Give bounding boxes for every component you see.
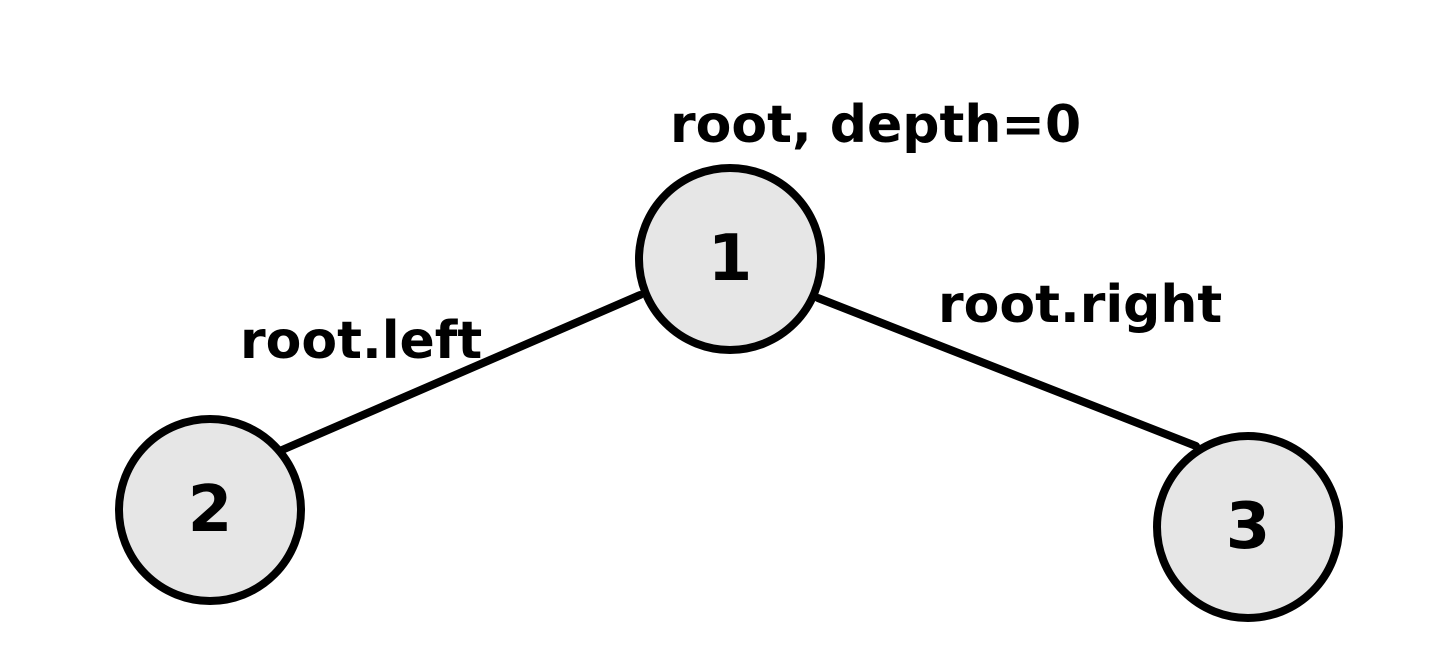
- tree-node-left: 2: [115, 415, 305, 605]
- tree-node-root: 1: [635, 164, 825, 354]
- node-circle-left: [115, 415, 305, 605]
- tree-node-right: 3: [1153, 432, 1343, 622]
- edge-label-root-right: root.right: [938, 275, 1222, 335]
- edge-root-to-right: [814, 294, 1200, 450]
- edge-root-to-left: [278, 291, 644, 454]
- node-value-right: 3: [1226, 490, 1271, 564]
- node-circle-right: [1153, 432, 1343, 622]
- edge-label-root-left: root.left: [240, 311, 482, 371]
- node-value-root: 1: [708, 222, 753, 296]
- node-value-left: 2: [188, 473, 233, 547]
- node-circle-root: [635, 164, 825, 354]
- root-annotation: root, depth=0: [670, 95, 1081, 155]
